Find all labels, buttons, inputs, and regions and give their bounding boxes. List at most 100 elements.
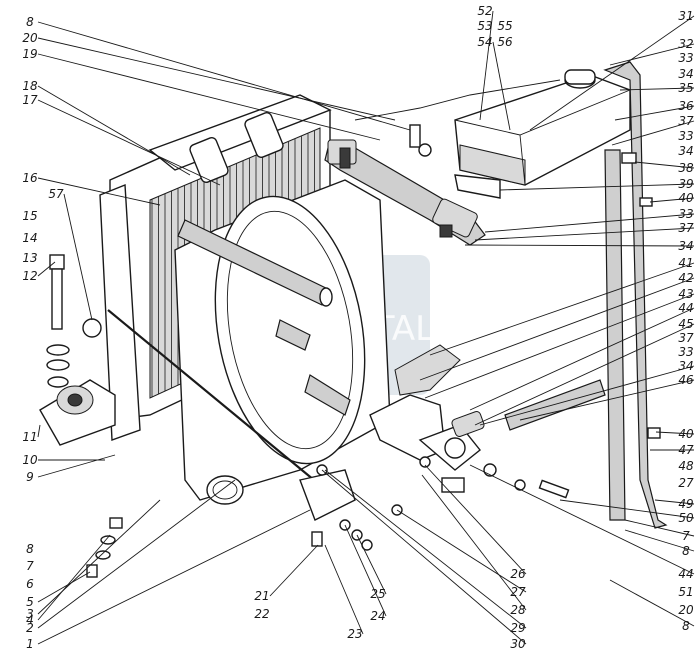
callout-number: 18	[22, 79, 38, 93]
bolt	[49, 254, 65, 330]
callout-number: 2	[26, 621, 34, 635]
callout-number: 1	[26, 637, 34, 651]
callout-number: 38	[678, 161, 694, 175]
leader-line	[479, 10, 494, 121]
leader-line	[37, 85, 191, 176]
leader-line	[37, 53, 381, 141]
callout-number: 54	[477, 35, 492, 49]
callout-number: 21	[254, 589, 269, 603]
callout-number: 45	[678, 317, 693, 331]
callout-number: 35	[678, 81, 693, 95]
leader-line	[37, 454, 116, 478]
callout-number: 7	[26, 559, 34, 573]
expansion-tank	[454, 69, 631, 199]
leader-line	[356, 534, 387, 595]
leader-line	[424, 293, 695, 399]
leader-line	[37, 499, 161, 615]
callout-number: 25	[370, 587, 385, 601]
leader-line	[429, 262, 695, 356]
callout-number: 17	[22, 93, 38, 107]
callout-number: 34	[678, 239, 693, 253]
callout-number: 50	[678, 511, 694, 525]
callout-number: 55	[497, 19, 512, 33]
leader-line	[396, 509, 527, 593]
leader-line	[324, 469, 527, 629]
callout-number: 9	[26, 470, 34, 484]
leader-line	[474, 227, 695, 241]
hose-clamp	[206, 475, 244, 505]
radiator-mount	[39, 379, 116, 446]
leader-line	[63, 193, 93, 321]
fitting-hose	[451, 379, 606, 437]
callout-number: 57	[48, 187, 64, 201]
leader-line	[421, 474, 527, 611]
callout-number: 33	[678, 51, 693, 65]
leader-line	[37, 479, 236, 629]
leader-line	[37, 424, 41, 438]
callout-number: 12	[22, 269, 37, 283]
callout-number: 37	[678, 221, 694, 235]
leader-line	[529, 15, 695, 131]
leader-line	[519, 379, 695, 421]
callout-number: 8	[26, 542, 34, 556]
leader-line	[611, 120, 695, 146]
callout-number: 27	[678, 476, 694, 490]
callout-number: 27	[510, 585, 526, 599]
callout-number: 34	[678, 144, 693, 158]
callout-number: 44	[678, 301, 693, 315]
callout-number: 4	[26, 613, 34, 627]
leader-line	[37, 509, 311, 645]
callout-number: 44	[678, 567, 693, 581]
callout-number: 46	[678, 373, 694, 387]
callout-number: 43	[678, 287, 693, 301]
callout-number: 48	[678, 459, 694, 473]
callout-number: 33	[678, 129, 693, 143]
leader-line	[37, 261, 56, 277]
leader-line	[614, 105, 695, 121]
leader-line	[619, 87, 695, 91]
leader-line	[654, 499, 695, 505]
leader-line	[559, 499, 695, 519]
leader-line	[479, 365, 695, 426]
leader-line	[484, 213, 695, 233]
callout-number: 47	[678, 443, 694, 457]
callout-number: 23	[347, 627, 362, 641]
callout-number: 40	[678, 191, 694, 205]
callout-number: 13	[22, 251, 37, 265]
leader-line	[634, 161, 695, 169]
leader-line	[469, 464, 695, 575]
callout-number: 26	[510, 567, 526, 581]
leader-line	[474, 323, 695, 426]
callout-number: 33	[678, 207, 693, 221]
callout-number: 6	[26, 577, 34, 591]
leader-line	[469, 307, 695, 411]
vent-tube	[354, 79, 561, 121]
lower-hose	[275, 319, 351, 416]
leader-line	[37, 177, 161, 206]
callout-number: 20	[678, 603, 694, 617]
leader-line	[269, 544, 319, 597]
callout-number: 24	[370, 609, 385, 623]
callout-number: 40	[678, 427, 694, 441]
callout-number: 28	[510, 603, 526, 617]
callout-number: 33	[678, 345, 693, 359]
callout-number: 53	[477, 19, 492, 33]
leader-lines	[37, 10, 695, 645]
callout-number: 34	[678, 67, 693, 81]
callout-number: 3	[26, 607, 34, 621]
leader-line	[37, 534, 111, 621]
leader-line	[464, 244, 695, 247]
callout-number: 5	[26, 595, 34, 609]
callout-number: 52	[477, 4, 492, 18]
callout-number: 8	[682, 544, 690, 558]
callout-number: 30	[510, 637, 526, 651]
callout-number: 14	[22, 231, 37, 245]
leader-line	[609, 579, 695, 627]
leader-line	[655, 431, 695, 435]
callout-number: 7	[682, 529, 690, 543]
leader-line	[321, 469, 527, 645]
callout-number: 20	[22, 31, 38, 45]
leader-line	[499, 183, 695, 191]
callout-number: 22	[254, 607, 269, 621]
